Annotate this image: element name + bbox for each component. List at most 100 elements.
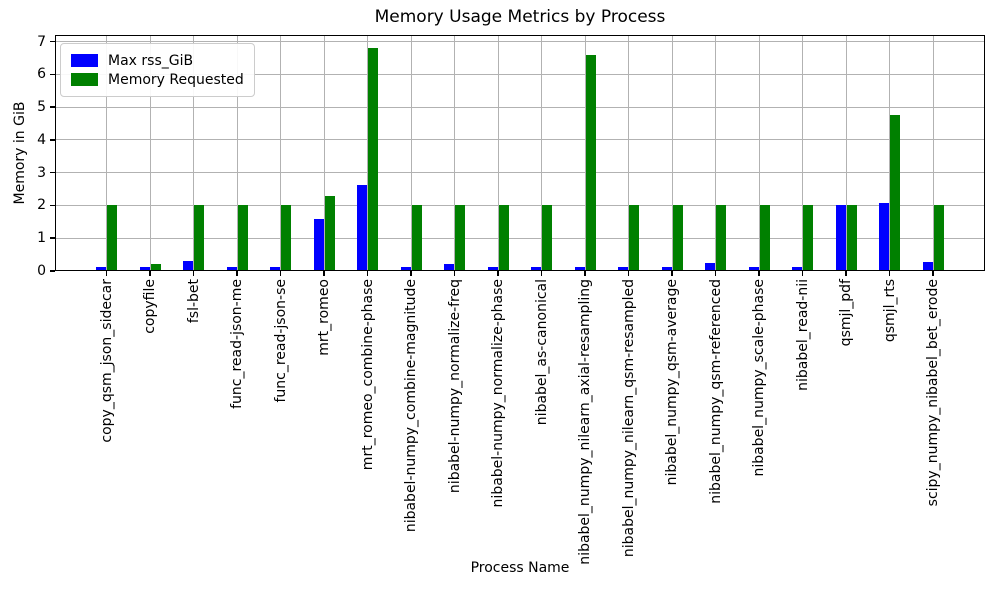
x-tick-mark [801,271,804,276]
bar-max-rss [313,219,324,271]
bar-memory-requested [629,205,639,271]
x-tick-mark [845,271,847,276]
x-tick-mark [540,271,543,276]
x-tick-label-text: mrt_romeo_combine-phase [359,279,376,471]
x-tick-mark [584,271,586,276]
chart-title: Memory Usage Metrics by Process [374,7,666,27]
bar-max-rss [183,260,193,271]
bar-max-rss [618,266,628,271]
x-gridline [889,35,890,271]
x-tick-mark [714,271,717,276]
y-tick-label: 5 [37,99,46,116]
bar-max-rss [574,266,585,271]
bar-max-rss [270,266,280,271]
bar-memory-requested [368,48,378,271]
x-gridline [454,35,455,271]
x-gridline [584,35,586,271]
bar-memory-requested [150,264,161,271]
y-gridline [55,204,985,206]
y-gridline [55,73,985,75]
x-gridline [845,35,847,271]
x-tick-mark [192,271,195,276]
bar-max-rss [487,266,498,271]
x-tick-mark [149,271,151,276]
bar-max-rss [400,266,411,271]
bar-memory-requested [324,196,335,271]
x-gridline [541,35,542,271]
x-tick-mark [627,271,630,276]
y-gridline [55,139,985,141]
bar-memory-requested [803,205,813,271]
x-tick-label-text: func_read-json-me [229,279,245,409]
bar-memory-requested [933,205,944,271]
y-tick-mark [50,237,55,239]
bar-memory-requested [411,205,422,271]
bar-max-rss [139,266,150,271]
y-tick-label: 0 [37,263,46,279]
x-tick-label-text: nibabel-numpy_normalize-freq [446,279,463,494]
y-gridline [55,106,985,108]
x-gridline [236,35,238,271]
x-gridline [149,35,151,271]
bar-max-rss [531,266,541,271]
legend: Max rss_GiB Memory Requested [60,43,255,97]
bar-max-rss [444,263,454,271]
x-gridline [193,35,194,271]
x-tick-label-text: nibabel_numpy_qsm-average [664,279,680,486]
legend-swatch-blue-icon [71,54,98,67]
legend-label: Max rss_GiB [108,52,194,69]
legend-entry-memory-requested: Memory Requested [71,70,244,89]
x-tick-label-text: func_read-json-se [272,279,289,403]
bar-memory-requested [716,205,726,271]
bar-max-rss [879,203,889,271]
x-tick-label-text: copyfile [142,279,158,334]
y-tick-mark [50,139,55,141]
x-tick-mark [279,271,282,276]
bar-memory-requested [585,54,596,271]
bar-memory-requested [281,205,291,271]
x-tick-label-text: copy_qsm_json_sidecar [98,279,115,443]
x-gridline [628,35,629,271]
y-tick-mark [50,270,55,272]
y-tick-label: 7 [37,33,46,50]
y-tick-mark [50,40,55,43]
bar-memory-requested [759,205,770,271]
y-tick-mark [50,171,55,174]
x-tick-label-text: fsl-bet [185,279,202,324]
bar-max-rss [748,266,759,271]
legend-label: Memory Requested [108,71,244,88]
bar-memory-requested [542,205,552,271]
x-gridline [497,35,499,271]
y-tick-mark [50,204,55,207]
y-tick-mark [50,73,55,76]
bar-memory-requested [498,205,509,271]
x-gridline [410,35,412,271]
y-tick-label: 1 [37,230,46,247]
y-axis-label: Memory in GiB [12,101,28,205]
x-tick-mark [453,271,456,276]
y-tick-mark [50,106,55,108]
bar-max-rss [357,185,367,271]
bar-max-rss [96,266,106,271]
bar-memory-requested [107,205,117,271]
x-tick-label-text: nibabel_numpy_qsm-referenced [707,279,724,504]
bar-max-rss [705,263,715,271]
x-tick-mark [366,271,369,276]
x-tick-mark [758,271,760,276]
x-tick-label-text: nibabel-numpy_combine-magnitude [403,279,419,533]
bar-memory-requested [194,205,204,271]
x-tick-label-text: qsmjl_pdf [838,279,854,347]
y-tick-label: 3 [37,164,46,181]
x-tick-mark [105,271,108,276]
x-tick-mark [671,271,673,276]
bar-memory-requested [890,115,900,271]
bar-max-rss [792,266,802,271]
x-gridline [280,35,281,271]
x-tick-label-text: nibabel_read-nii [794,279,811,391]
x-tick-label-text: nibabel_as-canonical [533,279,550,426]
bar-max-rss [922,262,933,271]
x-gridline [715,35,716,271]
x-tick-label-text: scipy_numpy_nibabel_bet_erode [925,279,941,507]
x-gridline [758,35,760,271]
